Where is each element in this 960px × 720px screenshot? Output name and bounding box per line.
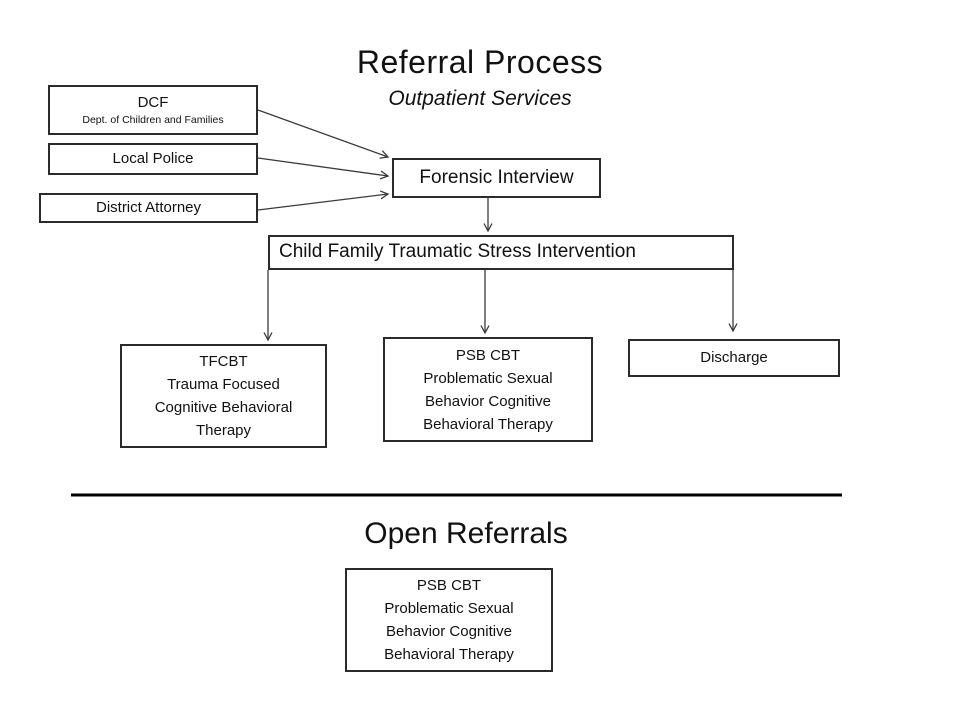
node-district-attorney: District Attorney [39, 193, 258, 223]
arrow-local-police-to-forensic-interview [257, 157, 390, 180]
node-tfcbt: TFCBT Trauma Focused Cognitive Behaviora… [120, 344, 327, 448]
node-tfcbt-line: Cognitive Behavioral [154, 399, 293, 416]
node-discharge: Discharge [628, 339, 840, 377]
node-forensic-interview: Forensic Interview [392, 158, 601, 198]
node-psb-cbt-line: PSB CBT [455, 346, 521, 364]
node-dcf: DCF Dept. of Children and Families [48, 85, 258, 135]
node-open-psb-cbt-line: Behavior Cognitive [386, 623, 512, 640]
node-dcf-title: DCF [137, 93, 169, 111]
node-dcf-subtitle: Dept. of Children and Families [82, 113, 224, 126]
node-cftsi: Child Family Traumatic Stress Interventi… [268, 235, 734, 270]
arrow-dcf-to-forensic-interview [257, 109, 390, 159]
arrow-district-attorney-to-forensic-interview [257, 190, 390, 211]
node-open-psb-cbt-line: PSB CBT [416, 577, 482, 594]
node-forensic-interview-label: Forensic Interview [419, 166, 574, 188]
node-psb-cbt-line: Behavioral Therapy [423, 415, 553, 433]
node-tfcbt-line: Trauma Focused [167, 376, 280, 393]
node-tfcbt-line: Therapy [195, 422, 252, 439]
node-psb-cbt-line: Behavior Cognitive [425, 392, 551, 410]
open-referrals-title: Open Referrals [364, 517, 568, 550]
node-psb-cbt-line: Problematic Sexual [423, 369, 553, 387]
node-district-attorney-label: District Attorney [95, 199, 202, 216]
node-psb-cbt: PSB CBT Problematic Sexual Behavior Cogn… [383, 337, 593, 442]
node-open-psb-cbt-line: Behavioral Therapy [384, 646, 514, 663]
node-local-police-label: Local Police [112, 150, 194, 167]
page-title: Referral Process [356, 44, 604, 80]
node-cftsi-label: Child Family Traumatic Stress Interventi… [279, 241, 636, 263]
node-local-police: Local Police [48, 143, 258, 175]
page-subtitle: Outpatient Services [388, 87, 572, 110]
node-open-psb-cbt: PSB CBT Problematic Sexual Behavior Cogn… [345, 568, 553, 672]
node-open-psb-cbt-line: Problematic Sexual [384, 600, 514, 617]
node-discharge-label: Discharge [700, 349, 768, 366]
node-tfcbt-line: TFCBT [199, 353, 248, 370]
